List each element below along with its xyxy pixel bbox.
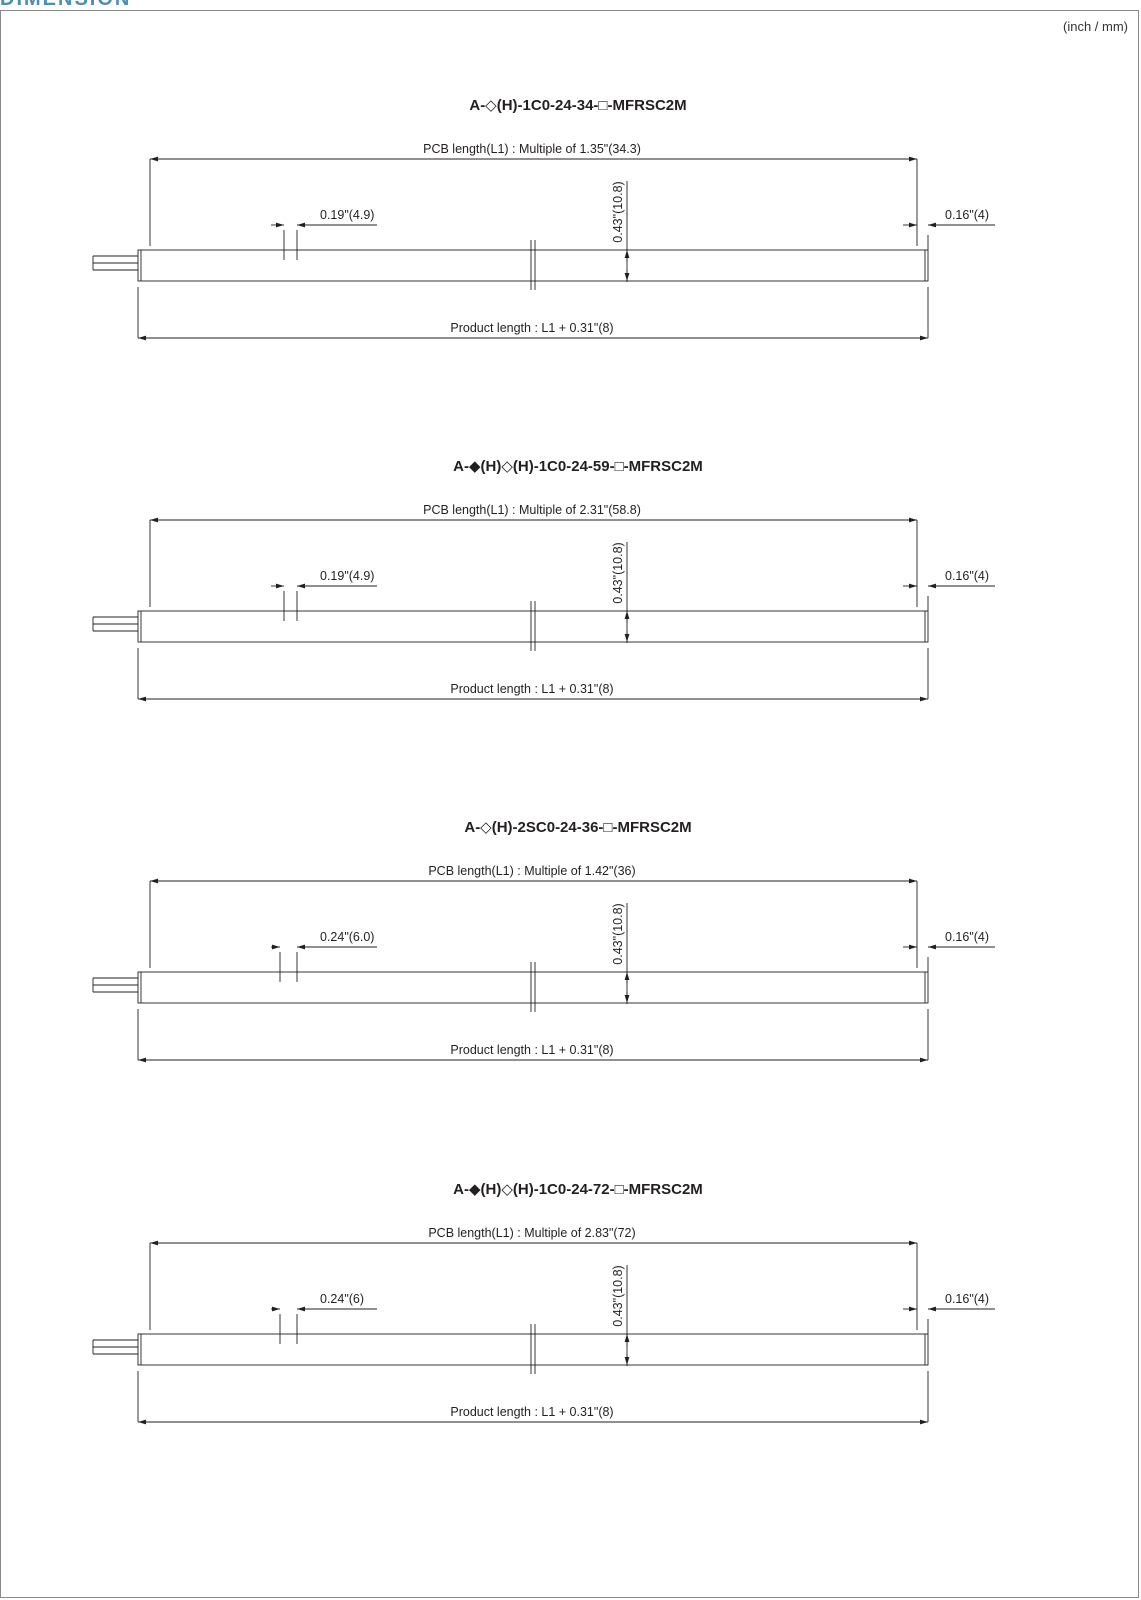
product-length-label: Product length : L1 + 0.31"(8) [450, 682, 613, 696]
bar-body [137, 971, 929, 1004]
end-label: 0.16"(4) [945, 1292, 989, 1306]
pcb-length-label: PCB length(L1) : Multiple of 2.31"(58.8) [423, 503, 641, 517]
units-label: (inch / mm) [1063, 19, 1128, 34]
drawing-2: A-◆(H)◇(H)-1C0-24-59-□-MFRSC2M PCB length… [92, 458, 995, 702]
pitch-label: 0.24"(6.0) [320, 930, 374, 944]
drawing-title: A-◆(H)◇(H)-1C0-24-59-□-MFRSC2M [453, 458, 703, 475]
drawing-3: A-◇(H)-2SC0-24-36-□-MFRSC2M PCB length(L1… [92, 819, 995, 1063]
pcb-length-label: PCB length(L1) : Multiple of 1.42"(36) [428, 864, 635, 878]
pitch-label: 0.19"(4.9) [320, 569, 374, 583]
drawing-title: A-◆(H)◇(H)-1C0-24-72-□-MFRSC2M [453, 1181, 703, 1198]
end-label: 0.16"(4) [945, 930, 989, 944]
height-label: 0.43"(10.8) [611, 542, 625, 603]
section-heading-fragment: DIMENSION [0, 0, 180, 8]
drawing-title: A-◇(H)-2SC0-24-36-□-MFRSC2M [464, 819, 691, 836]
pitch-label: 0.24"(6) [320, 1292, 364, 1306]
drawing-4: A-◆(H)◇(H)-1C0-24-72-□-MFRSC2M PCB length… [92, 1181, 995, 1425]
height-label: 0.43"(10.8) [611, 903, 625, 964]
product-length-label: Product length : L1 + 0.31"(8) [450, 321, 613, 335]
end-label: 0.16"(4) [945, 569, 989, 583]
product-length-label: Product length : L1 + 0.31"(8) [450, 1043, 613, 1057]
bar-body [137, 249, 929, 282]
bar-body [137, 610, 929, 643]
height-label: 0.43"(10.8) [611, 181, 625, 242]
drawing-title: A-◇(H)-1C0-24-34-□-MFRSC2M [469, 97, 686, 114]
pcb-length-label: PCB length(L1) : Multiple of 2.83"(72) [428, 1226, 635, 1240]
product-length-label: Product length : L1 + 0.31"(8) [450, 1405, 613, 1419]
section-heading: DIMENSION [0, 0, 131, 8]
pitch-label: 0.19"(4.9) [320, 208, 374, 222]
end-label: 0.16"(4) [945, 208, 989, 222]
drawing-frame: (inch / mm) [0, 10, 1139, 1598]
pcb-length-label: PCB length(L1) : Multiple of 1.35"(34.3) [423, 142, 641, 156]
bar-body [137, 1333, 929, 1366]
height-label: 0.43"(10.8) [611, 1265, 625, 1326]
drawing-1: A-◇(H)-1C0-24-34-□-MFRSC2M PCB length(L1)… [92, 97, 995, 341]
